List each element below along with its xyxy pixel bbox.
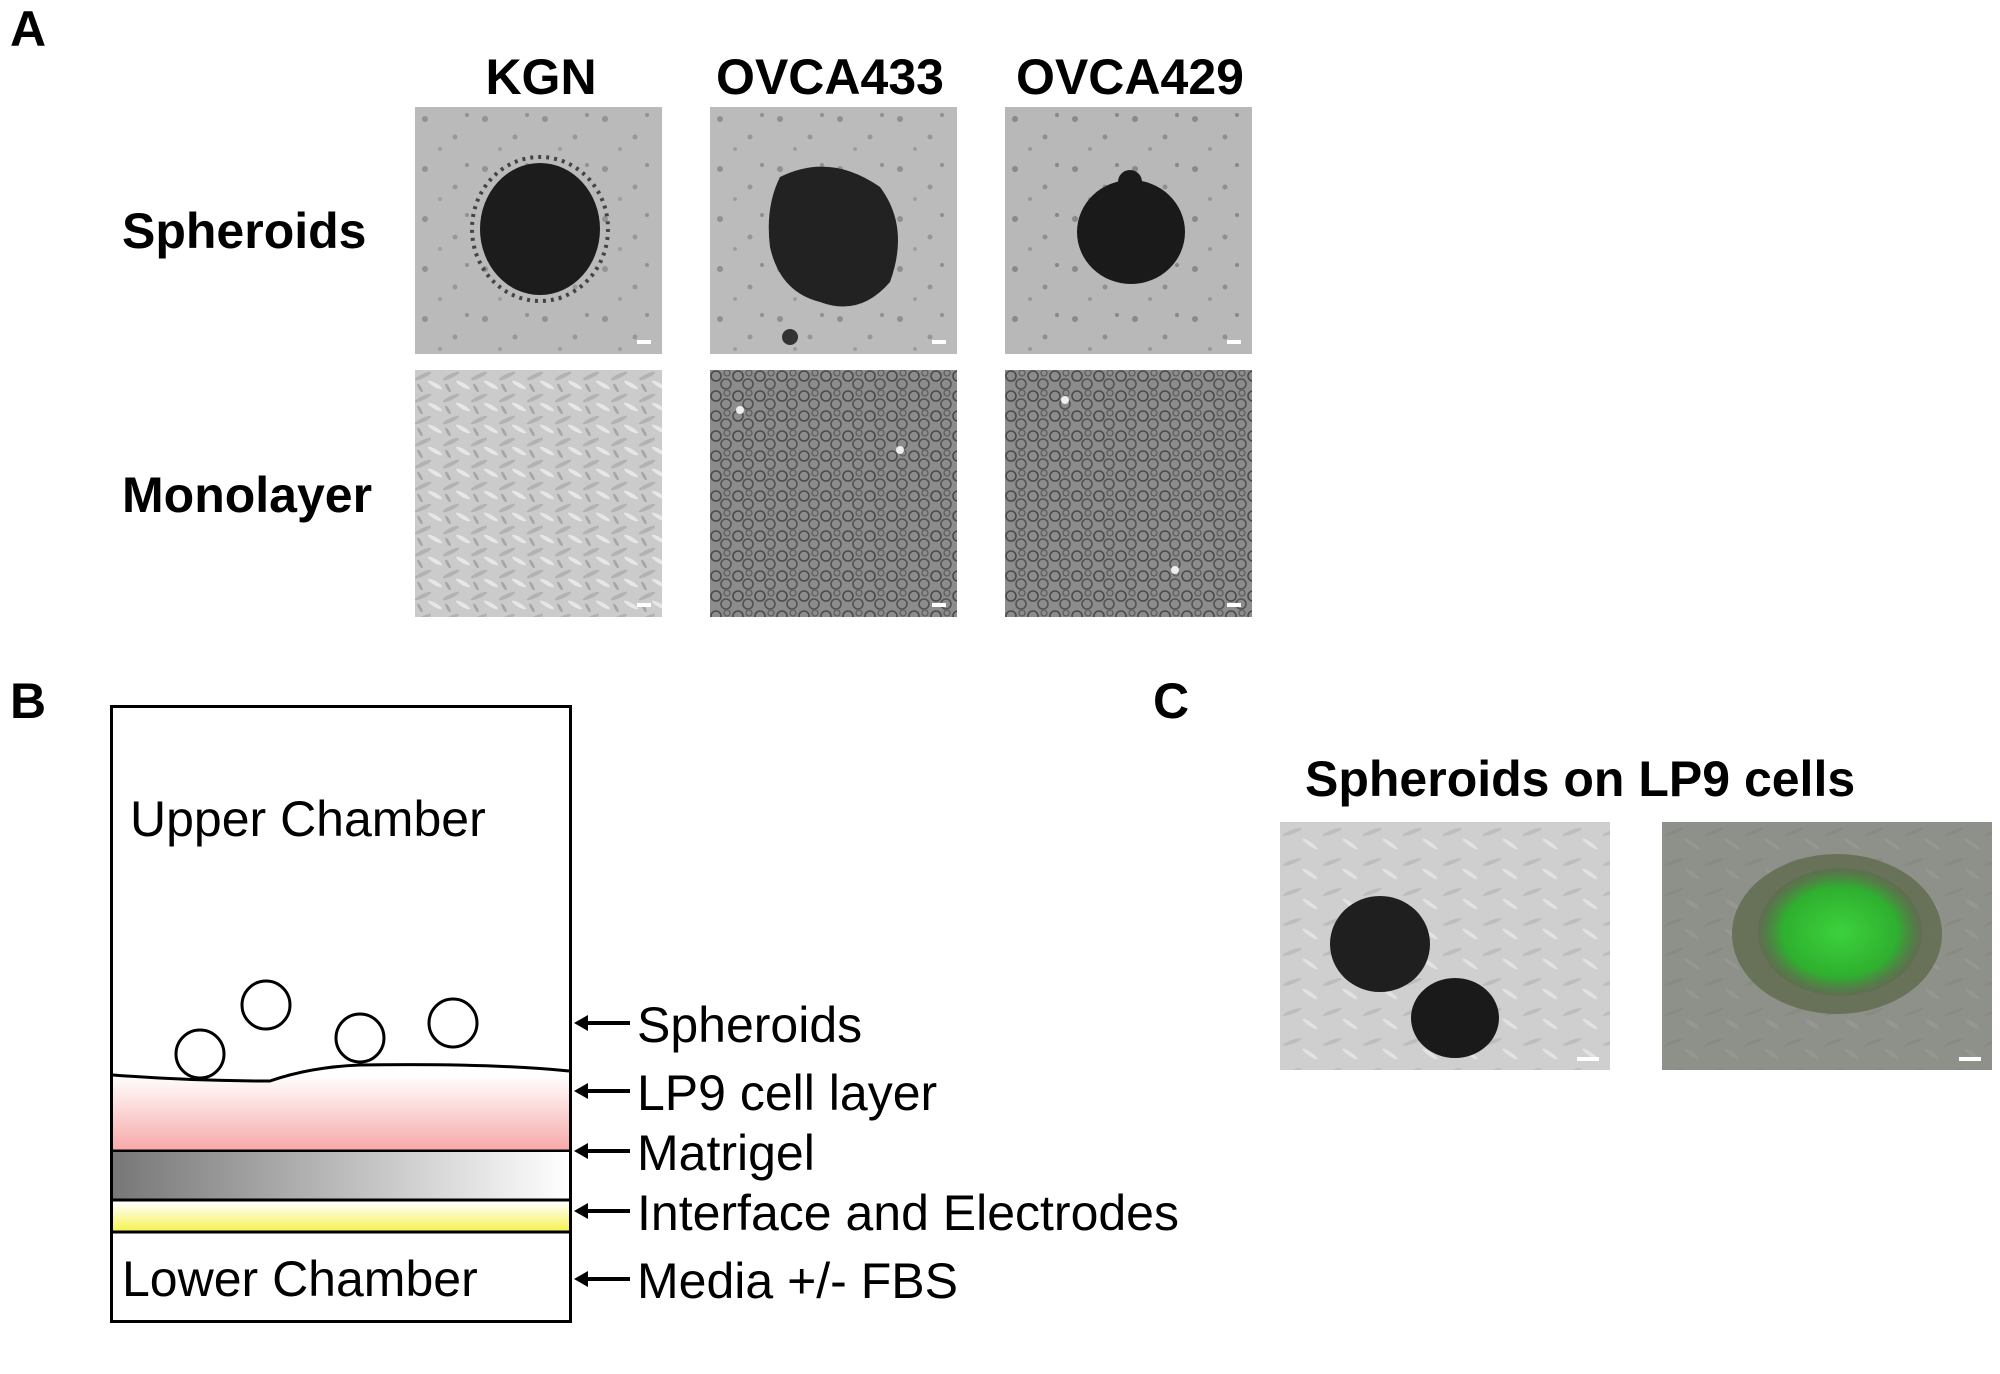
layer-label-spheroids: Spheroids bbox=[637, 997, 863, 1053]
layer-label-lp9-cell-layer: LP9 cell layer bbox=[637, 1065, 938, 1121]
layer-label-media-fbs: Media +/- FBS bbox=[637, 1253, 958, 1309]
column-title-ovca429: OVCA429 bbox=[1016, 49, 1244, 105]
chamber-diagram bbox=[110, 705, 572, 1323]
layer-label-interface-electrodes: Interface and Electrodes bbox=[637, 1185, 1179, 1241]
micrograph-ovca433-spheroid bbox=[710, 107, 957, 354]
arrow-icon bbox=[574, 1203, 630, 1219]
layer-label-matrigel: Matrigel bbox=[637, 1125, 815, 1181]
panel-a-label: A bbox=[10, 1, 47, 57]
micrograph-spheroids-on-lp9-fluorescence bbox=[1662, 822, 1992, 1070]
row-label-monolayer: Monolayer bbox=[122, 467, 373, 523]
panel-b-label: B bbox=[10, 673, 47, 729]
micrograph-ovca429-spheroid bbox=[1005, 107, 1252, 354]
micrograph-kgn-spheroid bbox=[415, 107, 662, 354]
arrow-icon bbox=[574, 1015, 630, 1031]
lower-chamber-label: Lower Chamber bbox=[122, 1251, 478, 1307]
micrograph-spheroids-on-lp9-brightfield bbox=[1280, 822, 1610, 1070]
arrow-icon bbox=[574, 1083, 630, 1099]
micrograph-ovca429-monolayer bbox=[1005, 370, 1252, 617]
micrograph-kgn-monolayer bbox=[415, 370, 662, 617]
column-title-kgn: KGN bbox=[485, 49, 597, 105]
column-title-ovca433: OVCA433 bbox=[716, 49, 944, 105]
arrow-icon bbox=[574, 1143, 630, 1159]
micrograph-ovca433-monolayer bbox=[710, 370, 957, 617]
arrow-icon bbox=[574, 1271, 630, 1287]
row-label-spheroids: Spheroids bbox=[122, 203, 367, 259]
panel-c-title: Spheroids on LP9 cells bbox=[1305, 751, 1856, 807]
upper-chamber-label: Upper Chamber bbox=[130, 791, 486, 847]
panel-c-label: C bbox=[1153, 673, 1190, 729]
